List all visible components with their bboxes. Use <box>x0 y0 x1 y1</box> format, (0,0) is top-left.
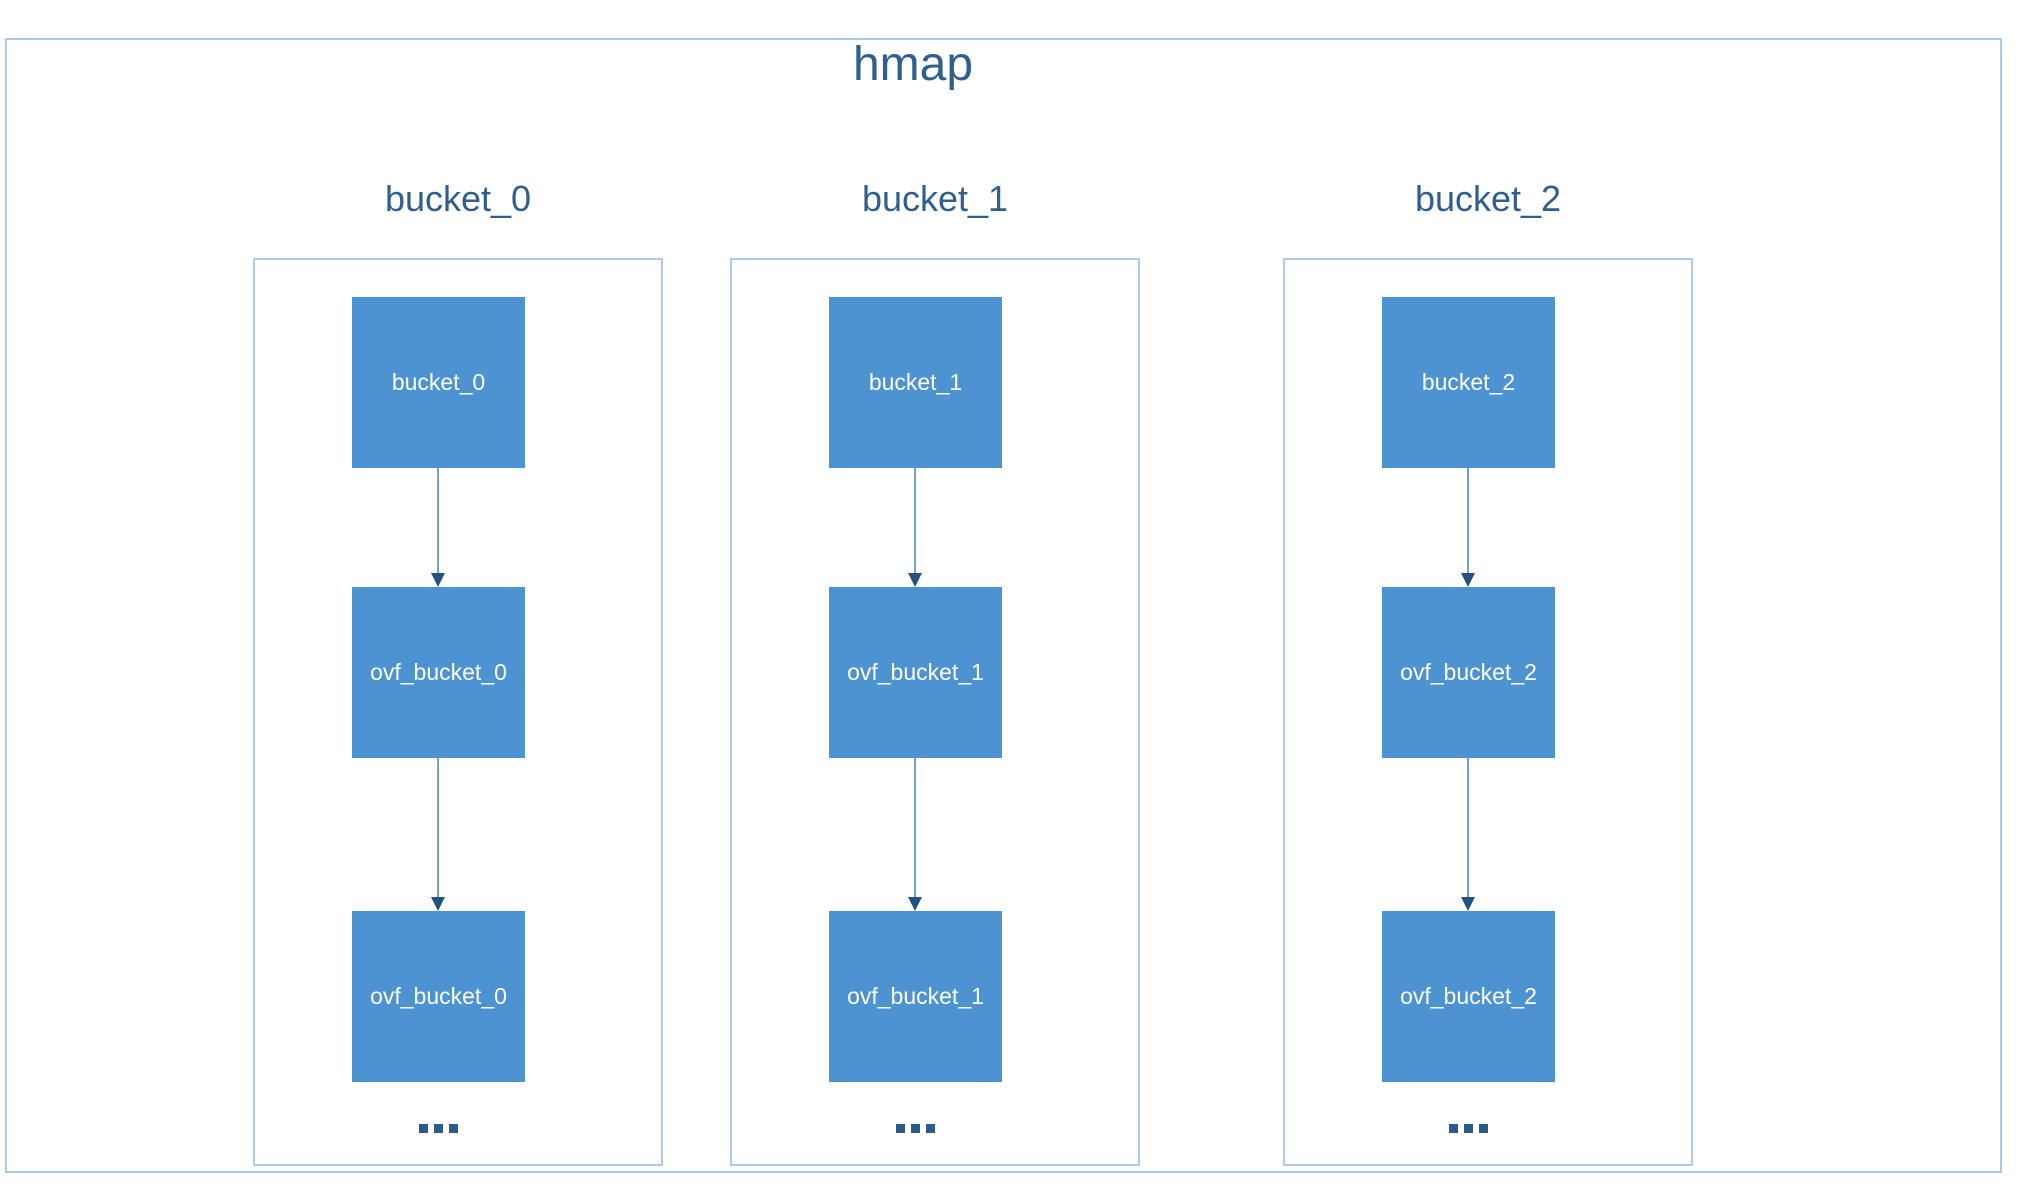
arrowhead-icon <box>908 573 922 587</box>
cluster-bucket-0: bucket_0 ovf_bucket_0 ovf_bucket_0 <box>253 258 663 1166</box>
node-ovf-bucket-0-second: ovf_bucket_0 <box>352 911 525 1082</box>
ellipsis-dot <box>896 1124 905 1133</box>
arrowhead-icon <box>1461 897 1475 911</box>
edge-line <box>1467 758 1469 898</box>
ellipsis-dot <box>1464 1124 1473 1133</box>
ellipsis-dot <box>1449 1124 1458 1133</box>
node-ovf-bucket-2-first: ovf_bucket_2 <box>1382 587 1555 758</box>
edge-line <box>1467 468 1469 574</box>
ellipsis-dot <box>911 1124 920 1133</box>
arrowhead-icon <box>908 897 922 911</box>
diagram-outer-frame <box>5 38 2002 1173</box>
ellipsis-label <box>1382 1124 1555 1133</box>
cluster-bucket-2: bucket_2 ovf_bucket_2 ovf_bucket_2 <box>1283 258 1693 1166</box>
cluster-heading-bucket-0: bucket_0 <box>384 178 532 219</box>
arrowhead-icon <box>1461 573 1475 587</box>
arrowhead-icon <box>431 897 445 911</box>
node-ovf-bucket-2-second: ovf_bucket_2 <box>1382 911 1555 1082</box>
ellipsis-dot <box>926 1124 935 1133</box>
ellipsis-dot <box>449 1124 458 1133</box>
ellipsis-label <box>352 1124 525 1133</box>
cluster-bucket-1: bucket_1 ovf_bucket_1 ovf_bucket_1 <box>730 258 1140 1166</box>
cluster-heading-bucket-1: bucket_1 <box>861 178 1009 219</box>
edge-line <box>437 468 439 574</box>
node-bucket-0: bucket_0 <box>352 297 525 468</box>
arrowhead-icon <box>431 573 445 587</box>
node-ovf-bucket-1-first: ovf_bucket_1 <box>829 587 1002 758</box>
edge-line <box>914 758 916 898</box>
edge-line <box>437 758 439 898</box>
edge-line <box>914 468 916 574</box>
node-bucket-1: bucket_1 <box>829 297 1002 468</box>
node-ovf-bucket-1-second: ovf_bucket_1 <box>829 911 1002 1082</box>
ellipsis-dot <box>1479 1124 1488 1133</box>
ellipsis-dot <box>419 1124 428 1133</box>
node-ovf-bucket-0-first: ovf_bucket_0 <box>352 587 525 758</box>
cluster-heading-bucket-2: bucket_2 <box>1414 178 1562 219</box>
node-bucket-2: bucket_2 <box>1382 297 1555 468</box>
diagram-title: hmap <box>852 38 974 91</box>
ellipsis-dot <box>434 1124 443 1133</box>
ellipsis-label <box>829 1124 1002 1133</box>
